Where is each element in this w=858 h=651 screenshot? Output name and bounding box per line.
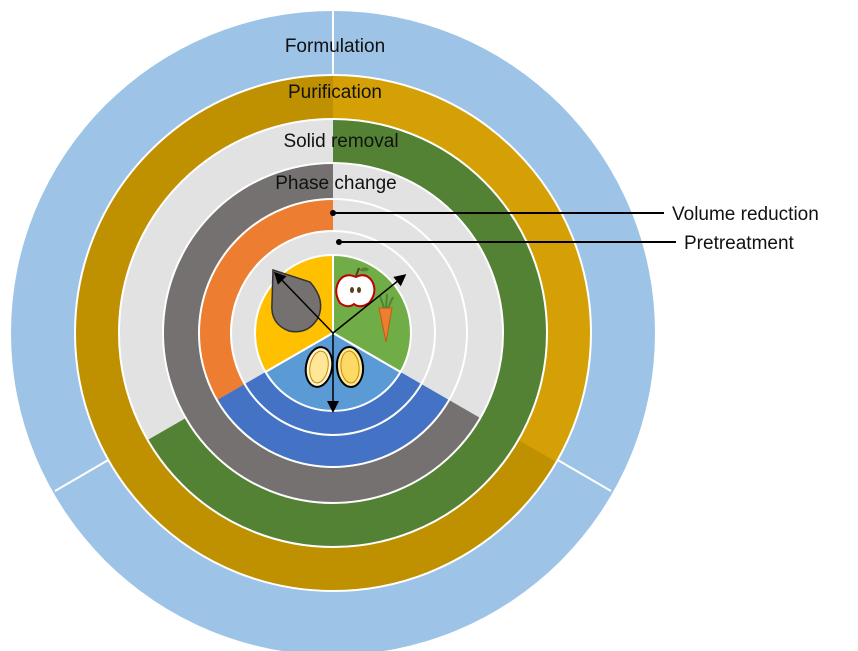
formulation-divider-right <box>555 458 612 492</box>
formulation-divider-left <box>54 458 111 492</box>
pretreatment-label: Pretreatment <box>684 233 795 254</box>
solid-removal-outline <box>118 118 548 548</box>
purification-label: Purification <box>288 82 382 103</box>
droplet-icon <box>271 268 322 333</box>
seed-icon-left <box>304 346 334 388</box>
formulation-label: Formulation <box>285 36 385 57</box>
pretreatment-outline <box>230 230 436 436</box>
volume-reduction-leader-dot <box>330 210 336 216</box>
apple-icon <box>335 267 376 308</box>
purification-outline <box>74 74 592 592</box>
volume-reduction-outline <box>198 198 468 468</box>
phase-change-label: Phase change <box>275 173 397 194</box>
arrow-to-liquid <box>273 271 334 334</box>
arrow-to-fruit <box>332 274 407 334</box>
carrot-icon <box>378 293 394 343</box>
phase-change-outline <box>162 162 504 504</box>
volume-reduction-label: Volume reduction <box>672 204 819 225</box>
seed-icon-right <box>335 346 365 388</box>
solid-removal-label: Solid removal <box>283 131 398 152</box>
pretreatment-leader-dot <box>336 239 342 245</box>
